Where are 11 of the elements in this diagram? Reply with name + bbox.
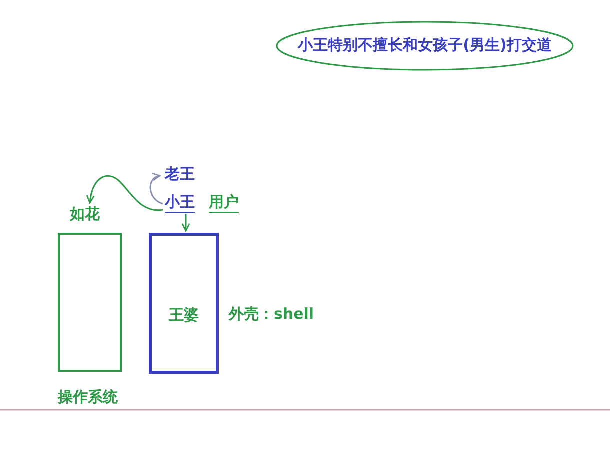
shell-box: 王婆 xyxy=(149,233,219,374)
side-label: 外壳：shell xyxy=(229,305,314,324)
name-text: 小王 xyxy=(165,193,195,213)
note-ellipse: 小王特别不擅长和女孩子(男生)打交道 xyxy=(275,20,575,72)
caption-text: 操作系统 xyxy=(58,388,118,407)
arrow xyxy=(182,214,190,232)
side-label: 用户 xyxy=(209,193,239,213)
box-heading: 如花 xyxy=(70,205,100,224)
arrow xyxy=(86,175,164,212)
arrow xyxy=(150,174,164,205)
name-text: 老王 xyxy=(165,165,195,184)
